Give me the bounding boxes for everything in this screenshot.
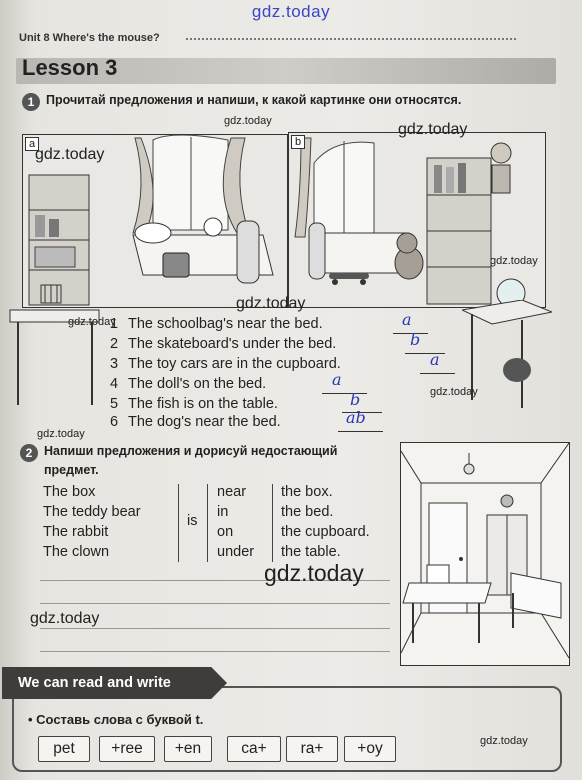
watermark: gdz.today — [30, 610, 100, 627]
answer-5[interactable]: b — [350, 390, 361, 409]
table-divider-2 — [207, 484, 208, 562]
read-write-box — [12, 686, 562, 772]
picture-b: b — [288, 132, 546, 308]
answer-1[interactable]: a — [402, 310, 412, 329]
preposition-1: near — [217, 484, 247, 500]
word-card-3[interactable]: +en — [164, 736, 212, 762]
table-divider-1 — [178, 484, 179, 562]
watermark: gdz.today — [490, 255, 538, 267]
subject-2: The teddy bear — [43, 504, 141, 520]
verb-is: is — [187, 513, 198, 529]
preposition-4: under — [217, 544, 255, 560]
task1-number: 1 — [22, 93, 40, 111]
answer-2[interactable]: b — [410, 330, 421, 349]
objects-column: the box. the bed. the cupboard. the tabl… — [281, 482, 370, 562]
table-divider-3 — [272, 484, 273, 562]
header-dotted-rule — [186, 38, 516, 40]
watermark: gdz.today — [68, 316, 116, 328]
answer-line-1 — [393, 333, 428, 334]
answer-line-4 — [322, 393, 367, 394]
answer-line-3 — [420, 373, 455, 374]
room-drawing — [400, 442, 570, 659]
site-watermark-top[interactable]: gdz.today — [251, 2, 331, 21]
object-3: the cupboard. — [281, 524, 370, 540]
object-2: the bed. — [281, 504, 334, 520]
picture-b-label: b — [291, 135, 306, 149]
answer-6[interactable]: ab — [346, 408, 366, 427]
word-card-5[interactable]: ra+ — [286, 736, 338, 762]
word-card-6[interactable]: +oy — [344, 736, 396, 762]
watermark: gdz.today — [224, 115, 272, 127]
side-table-drawing — [462, 300, 552, 408]
watermark: gdz.today — [398, 121, 468, 138]
subjects-column: The box The teddy bear The rabbit The cl… — [43, 482, 141, 562]
watermark: gdz.today — [264, 560, 364, 586]
read-write-banner: We can read and write — [2, 667, 227, 699]
lesson-title: Lesson 3 — [22, 55, 118, 80]
picture-b-drawing — [289, 133, 545, 308]
writing-line-2[interactable] — [40, 603, 390, 604]
picture-a-label: a — [25, 137, 40, 151]
task2-instruction: Напиши предложения и дорисуй недостающий… — [44, 444, 338, 477]
answer-line-6 — [338, 431, 383, 432]
watermark: gdz.today — [37, 428, 85, 440]
writing-line-3[interactable] — [40, 628, 390, 629]
lesson-bar — [16, 58, 556, 84]
answer-line-2 — [405, 353, 445, 354]
writing-line-1[interactable] — [40, 580, 390, 581]
watermark: gdz.today — [430, 386, 478, 398]
writing-line-4[interactable] — [40, 651, 390, 652]
word-card-1[interactable]: pet — [38, 736, 90, 762]
watermark: gdz.today — [480, 735, 528, 747]
task2-number: 2 — [20, 444, 38, 462]
watermark: gdz.today — [35, 146, 105, 163]
subject-3: The rabbit — [43, 524, 109, 540]
answer-3[interactable]: a — [430, 350, 440, 369]
answer-line-5 — [342, 412, 382, 413]
subject-1: The box — [43, 484, 96, 500]
task1-instruction: Прочитай предложения и напиши, к какой к… — [46, 93, 462, 107]
prepositions-column: near in on under — [217, 482, 254, 562]
object-1: the box. — [281, 484, 333, 500]
preposition-3: on — [217, 524, 234, 540]
subject-4: The clown — [43, 544, 110, 560]
watermark: gdz.today — [236, 295, 306, 312]
room-picture — [400, 442, 570, 666]
preposition-2: in — [217, 504, 229, 520]
word-card-2[interactable]: +ree — [99, 736, 155, 762]
picture-a-drawing — [23, 134, 287, 307]
picture-a: a — [22, 134, 288, 308]
object-4: the table. — [281, 544, 341, 560]
answer-4[interactable]: a — [332, 370, 342, 389]
unit-header: Unit 8 Where's the mouse? — [19, 32, 160, 44]
word-card-4[interactable]: ca+ — [227, 736, 281, 762]
read-write-instruction: • Составь слова с буквой t. — [28, 712, 204, 727]
side-desk-drawing — [9, 309, 100, 405]
